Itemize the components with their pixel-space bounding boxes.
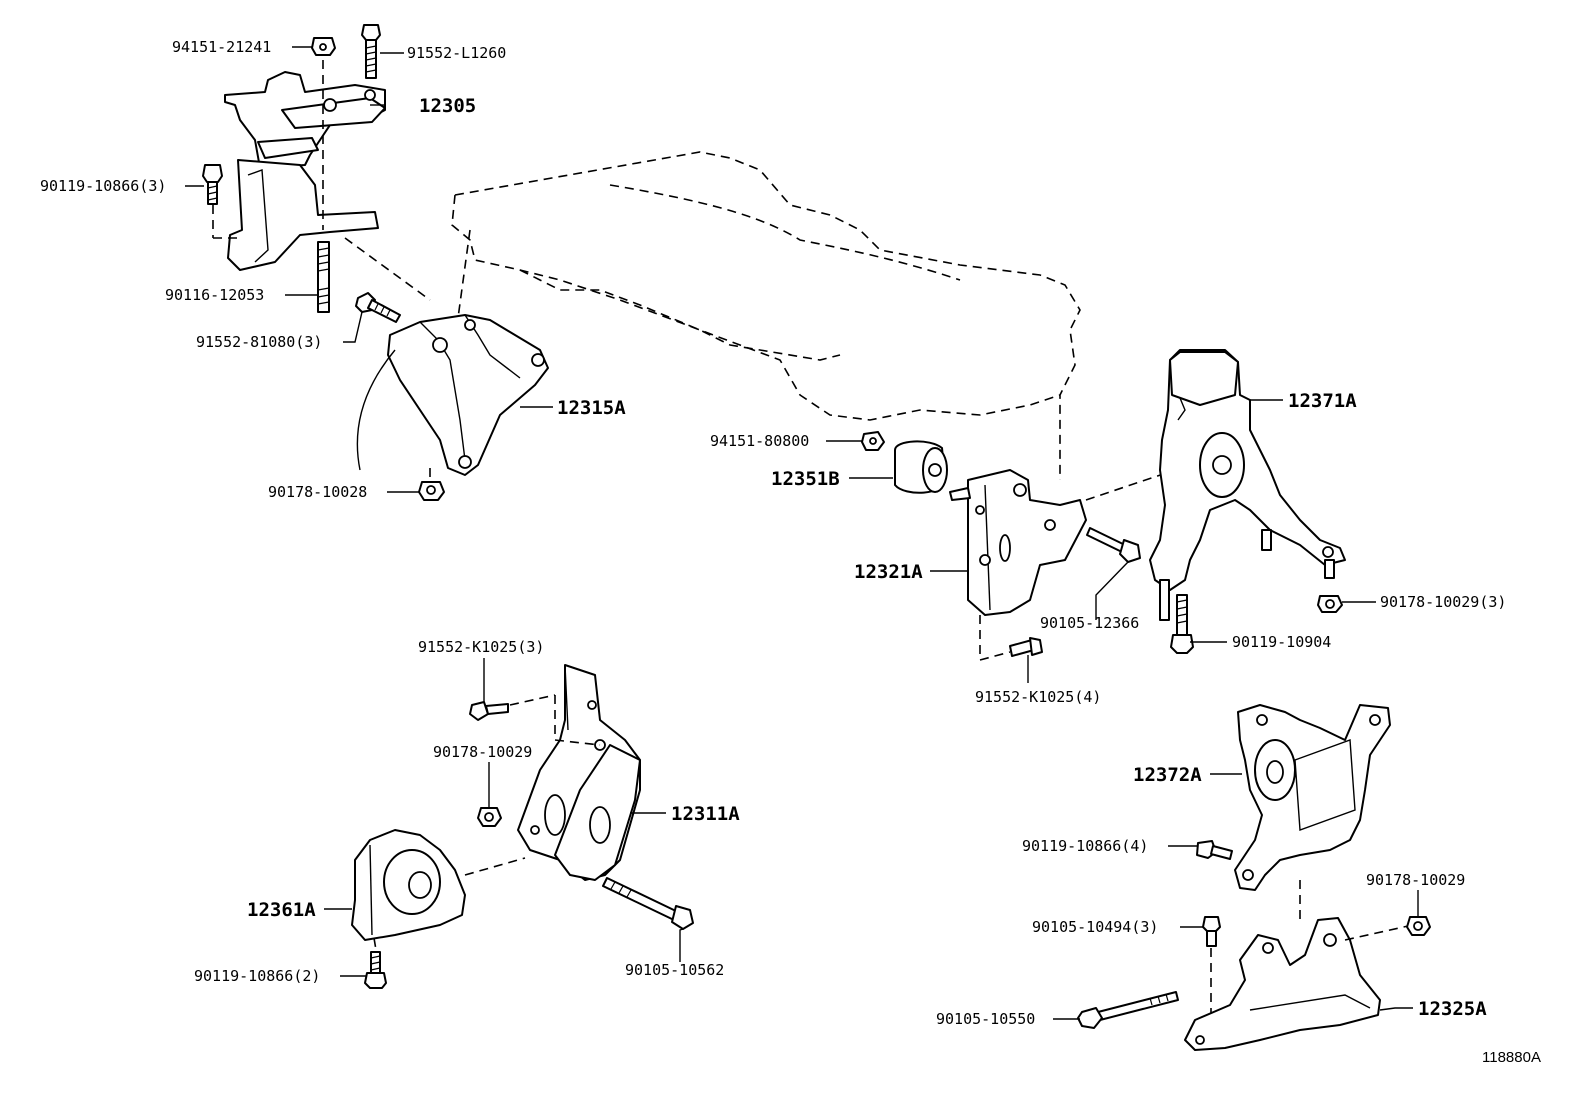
engine-outline [451,151,1081,480]
label-90116-12053: 90116-12053 [165,286,264,304]
bolt-90105-10562[interactable] [602,877,694,930]
bolt-90119-10866-4[interactable] [1196,840,1233,860]
label-12372A: 12372A [1133,764,1202,786]
label-12315A: 12315A [557,397,626,419]
bolt-91552-L1260[interactable] [361,24,381,79]
label-12371A: 12371A [1288,390,1357,412]
label-90119-10866-4: 90119-10866(4) [1022,837,1148,855]
nut-90178-10028[interactable] [418,481,445,501]
label-90178-10029-right: 90178-10029 [1366,871,1465,889]
bolt-90105-10550[interactable] [1077,991,1179,1029]
label-12321A: 12321A [854,561,923,583]
part-labels: 94151-21241 91552-L1260 12305 90119-1086… [40,38,1541,1066]
label-90178-10029-center: 90178-10029 [433,743,532,761]
bolt-91552-81080-3[interactable] [355,292,401,323]
bolt-90119-10866-3[interactable] [202,164,223,205]
stud-90116-12053[interactable] [317,241,330,313]
label-94151-21241: 94151-21241 [172,38,271,56]
label-94151-80800: 94151-80800 [710,432,809,450]
nut-90178-10029-3[interactable] [1317,595,1343,613]
leader-lines [185,46,1419,1020]
part-12315A-bracket[interactable] [356,314,549,485]
part-12325A-bracket[interactable] [1184,917,1409,1051]
part-12371A-mount[interactable] [1149,349,1346,621]
label-90119-10904: 90119-10904 [1232,633,1331,651]
part-12305-upper-mount[interactable] [212,60,386,271]
label-90178-10029-3: 90178-10029(3) [1380,593,1506,611]
part-12351B-bushing[interactable] [894,440,948,494]
part-12321A-bracket[interactable] [949,464,1191,661]
bolt-91552-K1025-4[interactable] [1009,637,1043,657]
diagram-reference-id: 118880A [1482,1049,1541,1066]
label-12361A: 12361A [247,899,316,921]
nut-94151-21241[interactable] [311,37,336,56]
label-90105-10550: 90105-10550 [936,1010,1035,1028]
label-90105-10562: 90105-10562 [625,961,724,979]
label-91552-K1025-4: 91552-K1025(4) [975,688,1101,706]
label-90178-10028: 90178-10028 [268,483,367,501]
bolt-90119-10866-2[interactable] [364,951,387,989]
nut-94151-80800[interactable] [861,431,885,451]
label-12305: 12305 [419,95,476,117]
part-12372A-mount[interactable] [1234,704,1391,925]
bolt-90105-12366[interactable] [1086,527,1141,563]
label-12325A: 12325A [1418,998,1487,1020]
label-90119-10866-3: 90119-10866(3) [40,177,166,195]
bolt-91552-K1025-3[interactable] [469,701,509,721]
label-91552-K1025-3: 91552-K1025(3) [418,638,544,656]
label-90105-10494-3: 90105-10494(3) [1032,918,1158,936]
part-12361A-mount[interactable] [351,829,466,951]
nut-90178-10029-center[interactable] [477,807,502,827]
label-12351B: 12351B [771,468,840,490]
label-90105-12366: 90105-12366 [1040,614,1139,632]
label-91552-81080-3: 91552-81080(3) [196,333,322,351]
label-91552-L1260: 91552-L1260 [407,44,506,62]
label-90119-10866-2: 90119-10866(2) [194,967,320,985]
part-12311A-bracket[interactable] [464,664,641,881]
bolt-90119-10904[interactable] [1170,594,1194,654]
label-12311A: 12311A [671,803,740,825]
nut-90178-10029-right[interactable] [1406,916,1431,936]
